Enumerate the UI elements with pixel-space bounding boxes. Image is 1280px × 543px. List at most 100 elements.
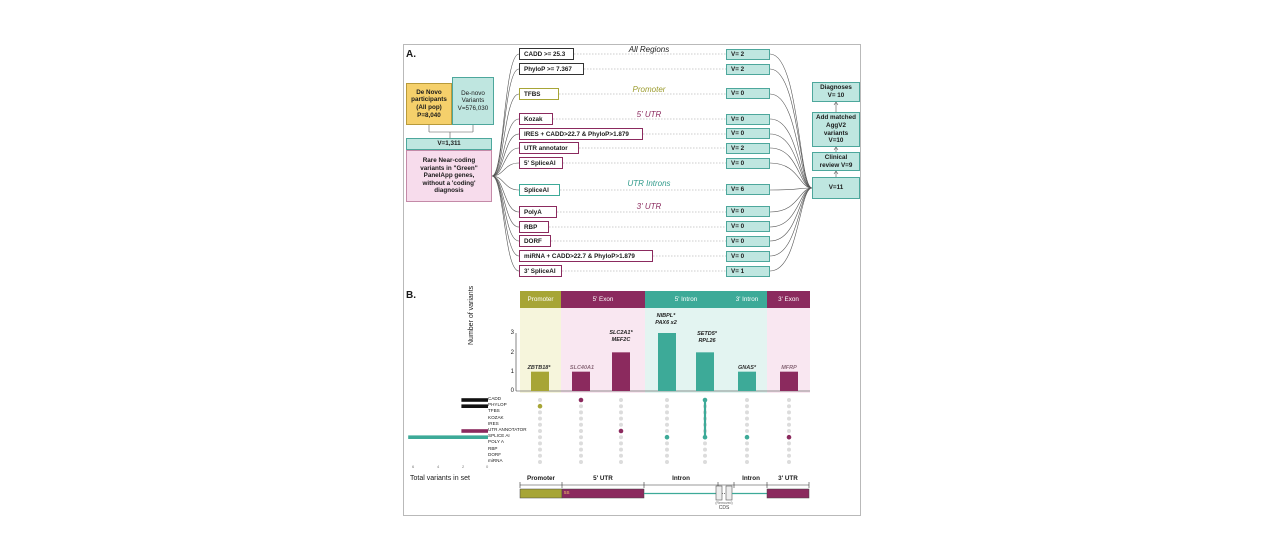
gene-name: GNAS*: [737, 365, 757, 371]
total-variants-box: V=1,311: [406, 138, 492, 150]
category-promoter: Promoter: [632, 85, 666, 94]
header-3-exon: 3' Exon: [767, 291, 810, 308]
gene-label: SLC40A1: [560, 365, 604, 372]
gene-name: SLC40A1: [569, 365, 595, 371]
matrix-dot: [579, 460, 583, 464]
category-utr-introns: UTR Introns: [627, 179, 671, 188]
matrix-dot: [619, 404, 623, 409]
filter-box: miRNA + CADD>22.7 & PhyloP>1.879: [519, 250, 653, 262]
participants-line: participants: [411, 96, 447, 104]
cds-block: [725, 485, 733, 501]
gene-name: ZBTB18*: [527, 365, 551, 371]
matrix-dot: [787, 416, 791, 421]
filter-box: CADD >= 25.3: [519, 48, 574, 60]
total-bar: [408, 435, 488, 439]
3-utr-block: [766, 488, 810, 499]
filter-box: PolyA: [519, 206, 557, 218]
connector-curve: [491, 162, 520, 177]
bar: [658, 333, 676, 391]
header-5-exon: 5' Exon: [561, 291, 645, 308]
matrix-dot: [745, 447, 749, 452]
set-label: TFBS: [488, 408, 500, 414]
5-utr-block: [561, 488, 645, 499]
matrix-dot: [619, 441, 623, 446]
aggv2-box: Add matched AggV2 variants V=10: [812, 112, 860, 147]
set-label: UTR ANNOTATOR: [488, 427, 527, 433]
arrow-head: [833, 101, 839, 106]
arrow-head: [833, 146, 839, 151]
diagnoses-box: Diagnoses V= 10: [812, 82, 860, 102]
participants-line: P=8,040: [417, 111, 441, 119]
set-label: DORF: [488, 451, 502, 457]
gene-name-line: SLC2A1*: [609, 330, 633, 336]
filter-box: DORF: [519, 235, 551, 247]
upset-dot-matrix: [537, 397, 792, 464]
matrix-dot: [619, 453, 623, 458]
total-tick: 4: [437, 464, 440, 469]
matrix-dot: [745, 410, 749, 415]
matrix-dot: [538, 453, 542, 458]
gene-label: ZBTB18*: [520, 365, 558, 372]
gene-name: SETD5*RPL26: [684, 331, 730, 345]
connector-curve: [491, 53, 520, 177]
matrix-dot: [579, 422, 583, 427]
filter-box: RBP: [519, 221, 549, 233]
set-label: miRNA: [488, 458, 503, 464]
gene-label: MFRP: [768, 365, 810, 372]
matrix-dot: [703, 441, 707, 446]
matrix-dot: [665, 441, 669, 446]
matrix-dot: [538, 416, 542, 421]
matrix-dot: [703, 447, 707, 452]
variants-line: V=576,030: [457, 104, 489, 112]
matrix-dot: [665, 422, 669, 427]
gene-label: NIBPL*PAX6 x2: [644, 313, 688, 327]
segment-label: Intron: [742, 475, 760, 482]
connector-curve: [491, 133, 520, 177]
set-label: CADD: [488, 396, 502, 401]
header-5-intron: 5' Intron: [645, 291, 727, 308]
v11-box: V=11: [812, 177, 860, 199]
matrix-dot: [619, 416, 623, 421]
total-variants-label: Total variants in set: [410, 475, 470, 482]
value-box: V= 2: [726, 49, 770, 60]
matrix-dot: [579, 429, 583, 433]
matrix-dot: [787, 447, 791, 452]
matrix-dot: [665, 410, 669, 415]
variants-line: Variants: [461, 97, 485, 105]
clinical-review-box: Clinical review V=9: [812, 152, 860, 171]
matrix-dot: [579, 416, 583, 421]
matrix-dot: [538, 398, 542, 402]
gene-label: SETD5*RPL26: [684, 331, 730, 345]
connector-curve: [491, 68, 520, 177]
matrix-dot: [665, 429, 669, 433]
total-tick: 0: [486, 464, 489, 469]
filter-box: IRES + CADD>22.7 & PhyloP>1.879: [519, 128, 643, 140]
bar: [696, 352, 714, 391]
set-labels: CADD PHYLOP TFBS KOZAK IRES UTR ANNOTATO…: [488, 396, 528, 464]
cds-block: [715, 485, 723, 501]
bar: [738, 371, 756, 391]
aggv2-line: Add matched: [816, 114, 856, 122]
clinical-line: Clinical: [824, 153, 848, 161]
arrow-head: [833, 170, 839, 175]
matrix-dot: [745, 404, 749, 409]
matrix-dot: [745, 453, 749, 458]
matrix-dot: [745, 460, 749, 464]
gene-name-line: PAX6 x2: [655, 319, 677, 326]
matrix-dot: [745, 422, 749, 427]
matrix-dot-active: [618, 428, 624, 434]
total-bar: [461, 404, 488, 408]
participants-box: De Novo participants (All pop) P=8,040: [406, 83, 452, 125]
rare-line: variants in "Green": [420, 164, 478, 172]
filter-box: PhyloP >= 7.367: [519, 63, 584, 75]
set-label: POLY A: [488, 439, 504, 445]
connector-curve: [769, 187, 813, 191]
panel-a-letter: A.: [406, 49, 416, 60]
matrix-dot: [538, 441, 542, 446]
segment-label: Intron: [672, 475, 690, 482]
rare-line: Rare Near-coding: [422, 157, 476, 165]
clinical-line: review V=9: [819, 161, 853, 169]
participants-line: De Novo: [416, 88, 442, 96]
value-box: V= 2: [726, 143, 770, 154]
variants-box: De-novo Variants V=576,030: [452, 77, 494, 125]
